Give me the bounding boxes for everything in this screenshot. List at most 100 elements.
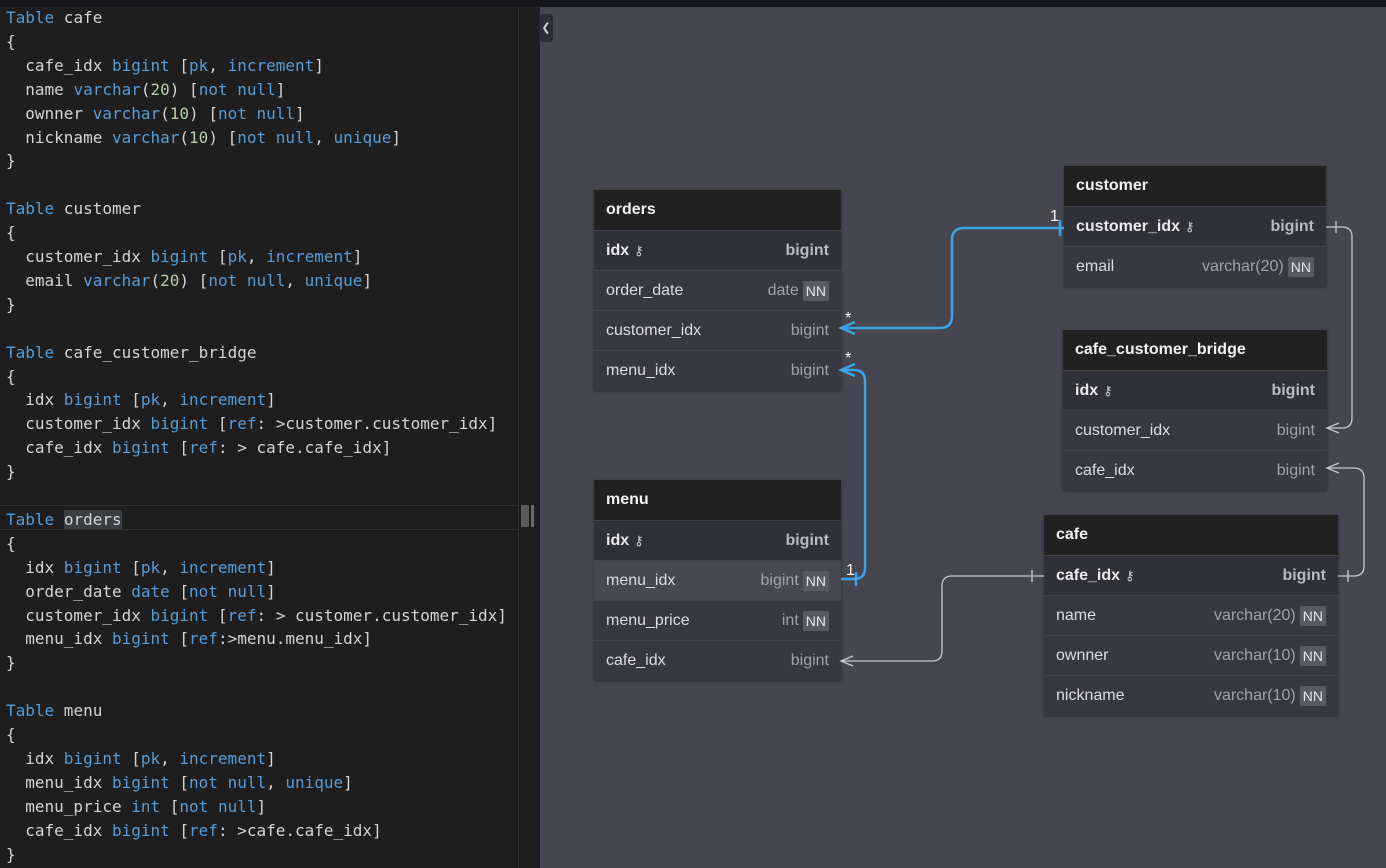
code-line[interactable]: cafe_idx bigint [ref: > cafe.cafe_idx] [6,436,391,460]
table-title[interactable]: customer [1064,166,1326,206]
code-line[interactable]: { [6,221,16,245]
field-name-text: cafe_idx [1056,566,1121,584]
code-line[interactable]: Table menu [6,699,102,723]
field-name: cafe_idx [1075,462,1277,480]
code-token: bigint [111,820,170,840]
code-line[interactable]: email varchar(20) [not null, unique] [6,269,372,293]
table-title[interactable]: orders [594,190,841,230]
code-token: [ [208,414,228,434]
code-token: ] [352,247,363,266]
code-token: [ [169,820,190,840]
code-line[interactable]: customer_idx bigint [ref: >customer.cust… [6,412,497,436]
code-line[interactable]: } [6,293,16,317]
field-type: bigint [785,531,829,549]
code-line[interactable]: customer_idx bigint [ref: > customer.cus… [6,604,507,628]
code-token: cafe_idx [6,55,112,75]
code-line[interactable]: Table cafe_customer_bridge [6,341,256,365]
code-line[interactable]: { [6,365,16,389]
code-token: ) [ [169,79,199,99]
code-line[interactable]: idx bigint [pk, increment] [6,747,275,771]
field-type: bigint [1276,461,1315,479]
code-line[interactable]: } [6,651,16,675]
field-row-customer-idx[interactable]: customer_idx⚷bigint [1064,206,1326,246]
field-type: bigint [790,361,829,379]
code-editor[interactable]: Table cafe{ cafe_idx bigint [pk, increme… [0,7,518,868]
code-token: ref [189,438,218,458]
table-title[interactable]: menu [594,480,841,520]
field-name: customer_idx [1075,422,1277,440]
code-token: idx [6,557,64,577]
code-line[interactable]: nickname varchar(10) [not null, unique] [6,126,401,150]
field-type: bigint [785,241,829,259]
field-name: idx⚷ [606,532,785,550]
code-line[interactable]: menu_idx bigint [not null, unique] [6,771,353,795]
field-row-idx[interactable]: idx⚷bigint [1063,370,1327,410]
code-token: cafe_customer_bridge [54,342,257,362]
code-line[interactable]: } [6,843,16,867]
code-token: Table [6,8,55,27]
code-line[interactable]: ownner varchar(10) [not null] [6,102,304,126]
field-type: bigint [790,651,829,669]
code-line[interactable]: { [6,723,16,747]
code-line[interactable]: menu_idx bigint [ref:>menu.menu_idx] [6,627,372,651]
code-token: bigint [63,557,122,577]
key-icon: ⚷ [1125,567,1135,583]
table-title[interactable]: cafe [1044,515,1338,555]
table-title[interactable]: cafe_customer_bridge [1063,330,1327,370]
code-token: ( [150,270,161,290]
field-type: bigint [760,571,799,589]
code-line[interactable]: idx bigint [pk, increment] [6,556,275,580]
code-line[interactable]: name varchar(20) [not null] [6,78,285,102]
code-line[interactable]: Table orders [6,508,122,532]
code-line[interactable]: menu_price int [not null] [6,795,266,819]
field-name: menu_idx [606,362,791,380]
code-token: not null [189,772,267,792]
code-line[interactable]: idx bigint [pk, increment] [6,388,275,412]
code-token: [ [121,557,141,577]
code-line[interactable]: customer_idx bigint [pk, increment] [6,245,362,269]
field-name: menu_price [606,612,782,630]
code-token: menu_idx [6,629,112,649]
code-token: [ [169,55,190,75]
field-name-text: menu_price [606,611,690,629]
code-line[interactable]: cafe_idx bigint [ref: >cafe.cafe_idx] [6,819,381,843]
field-row-idx[interactable]: idx⚷bigint [594,520,841,560]
code-token: ) [ [208,127,238,147]
code-line[interactable]: } [6,149,16,173]
code-line[interactable]: Table customer [6,197,141,221]
code-token: : >customer.customer_idx] [256,414,498,434]
field-row-cafe-idx[interactable]: cafe_idx⚷bigint [1044,555,1338,595]
code-line[interactable]: cafe_idx bigint [pk, increment] [6,54,324,78]
editor-scrollbar-track[interactable] [518,7,541,868]
code-line[interactable]: } [6,460,16,484]
code-token: cafe_idx [6,820,112,840]
code-line[interactable]: { [6,30,16,54]
code-line[interactable]: order_date date [not null] [6,580,275,604]
code-token: customer [54,199,141,219]
code-line[interactable]: Table cafe [6,7,102,30]
code-token: ( [140,79,151,99]
current-line-highlight [0,505,518,530]
editor-scrollbar-thumb[interactable] [521,505,529,527]
field-row-idx[interactable]: idx⚷bigint [594,230,841,270]
field-name-text: email [1076,257,1115,275]
code-line[interactable]: { [6,532,16,556]
collapse-editor-button[interactable]: ❮ [539,14,553,42]
